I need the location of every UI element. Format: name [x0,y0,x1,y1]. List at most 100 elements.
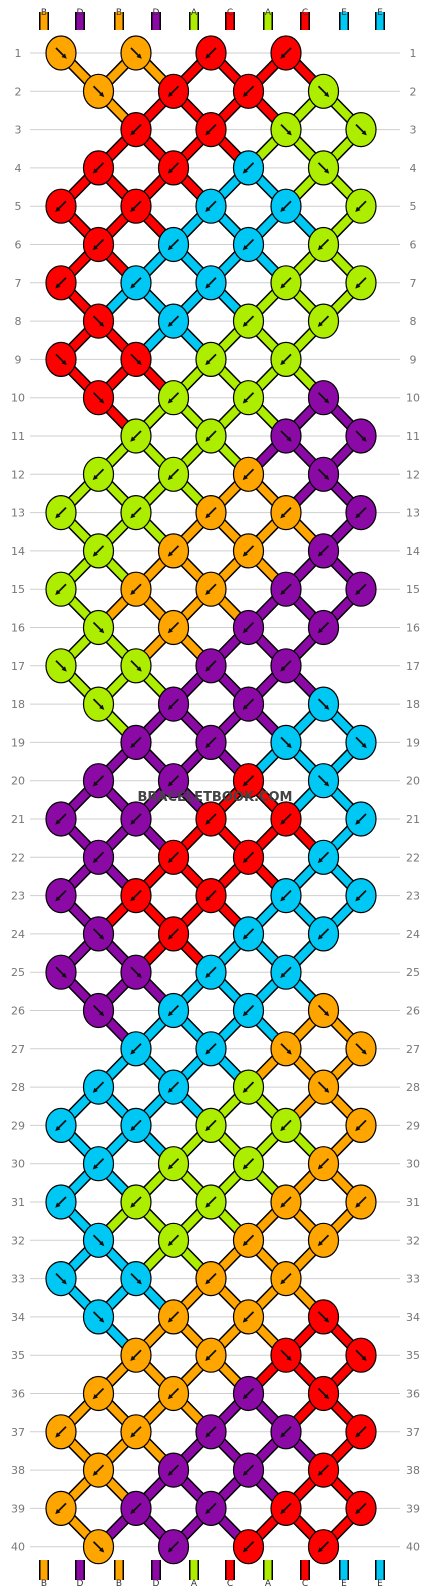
row-label-left: 34 [11,1311,25,1324]
arrow-down-right-icon [92,315,105,327]
knot [232,763,265,799]
knot [270,1260,302,1297]
row-label-right: 2 [410,85,417,98]
knot [157,226,190,263]
row-label-left: 12 [11,468,25,481]
arrow-down-right-icon [317,698,330,710]
arrow-down-left-icon [317,315,330,327]
knot [45,188,77,224]
knot [120,35,152,71]
arrow-down-left-icon [55,813,67,825]
knot [45,801,77,837]
strand-label-bottom: E [377,1579,383,1589]
arrow-down-left-icon [317,1158,330,1170]
knot [232,839,265,875]
knot [120,1031,152,1067]
arrow-down-left-icon [242,315,255,327]
knot [232,303,265,339]
row-label-left: 15 [11,583,25,596]
knot [195,265,227,301]
arrow-down-left-icon [242,775,255,787]
arrow-down-right-icon [55,660,67,672]
strand-label-bottom: A [265,1579,272,1589]
knot [157,686,190,722]
arrow-down-left-icon [167,1234,180,1247]
row-label-left: 26 [11,1005,25,1018]
strand-label-top: A [191,8,198,18]
strand-label-bottom: B [41,1579,47,1589]
row-label-right: 35 [406,1349,420,1362]
row-label-left: 4 [15,162,22,175]
watermark-text: BRACELETBOOK.COM [138,790,293,805]
knot [82,1222,115,1258]
arrow-down-left-icon [55,1196,67,1208]
knot [82,839,115,875]
knot [157,73,190,109]
knot [232,1375,265,1412]
strand-label-top: D [77,8,84,18]
row-label-right: 27 [406,1043,420,1056]
knot [195,801,227,837]
arrow-down-left-icon [130,277,142,289]
knot [120,1337,152,1373]
knot [82,533,115,569]
arrow-down-left-icon [317,621,330,634]
row-label-right: 17 [406,660,420,673]
knot [195,1107,227,1144]
knot [232,916,265,952]
knot [307,533,340,569]
strand-label-top: A [265,8,272,18]
row-label-right: 39 [406,1502,420,1515]
knot [82,1069,115,1105]
knot [157,456,190,492]
arrow-down-left-icon [205,813,217,825]
knot [232,380,265,416]
arrow-down-right-icon [55,353,67,366]
knot [270,265,302,301]
knot [345,265,377,301]
arrow-down-left-icon [242,238,255,251]
knot [45,648,77,684]
arrow-down-left-icon [167,315,180,327]
knot [307,1452,340,1488]
arrow-down-right-icon [92,1234,105,1247]
row-label-left: 36 [11,1388,25,1401]
strand-label-top: C [227,8,233,18]
knot [195,1031,227,1067]
knot [45,1107,77,1144]
knot [157,992,190,1029]
knot [307,916,340,952]
arrow-down-left-icon [242,1541,255,1553]
strand-label-top: E [377,8,383,18]
arrow-down-left-icon [130,506,142,519]
arrow-down-left-icon [130,1043,142,1055]
knot [157,1299,190,1335]
knot [45,1414,77,1450]
knot [307,1299,340,1335]
row-label-right: 30 [406,1158,420,1171]
row-label-right: 4 [410,162,417,175]
knot [82,1452,115,1488]
strand-label-bottom: C [227,1579,233,1589]
row-label-left: 20 [11,775,25,788]
row-label-left: 22 [11,851,25,864]
arrow-down-right-icon [280,1043,292,1055]
knot [82,992,115,1029]
row-label-right: 18 [406,698,420,711]
arrow-down-right-icon [355,1043,367,1055]
row-label-right: 34 [406,1311,420,1324]
arrow-down-left-icon [205,1502,217,1515]
knot [120,418,152,454]
knot [307,609,340,646]
arrow-down-right-icon [130,47,142,59]
knot [45,1260,77,1297]
row-label-left: 28 [11,1081,25,1094]
arrow-down-left-icon [205,660,217,672]
knot [270,877,302,914]
knot [120,341,152,377]
knot [232,686,265,722]
row-label-left: 35 [11,1349,25,1362]
arrow-down-left-icon [130,1196,142,1208]
knot [45,571,77,607]
row-label-right: 8 [410,315,417,328]
